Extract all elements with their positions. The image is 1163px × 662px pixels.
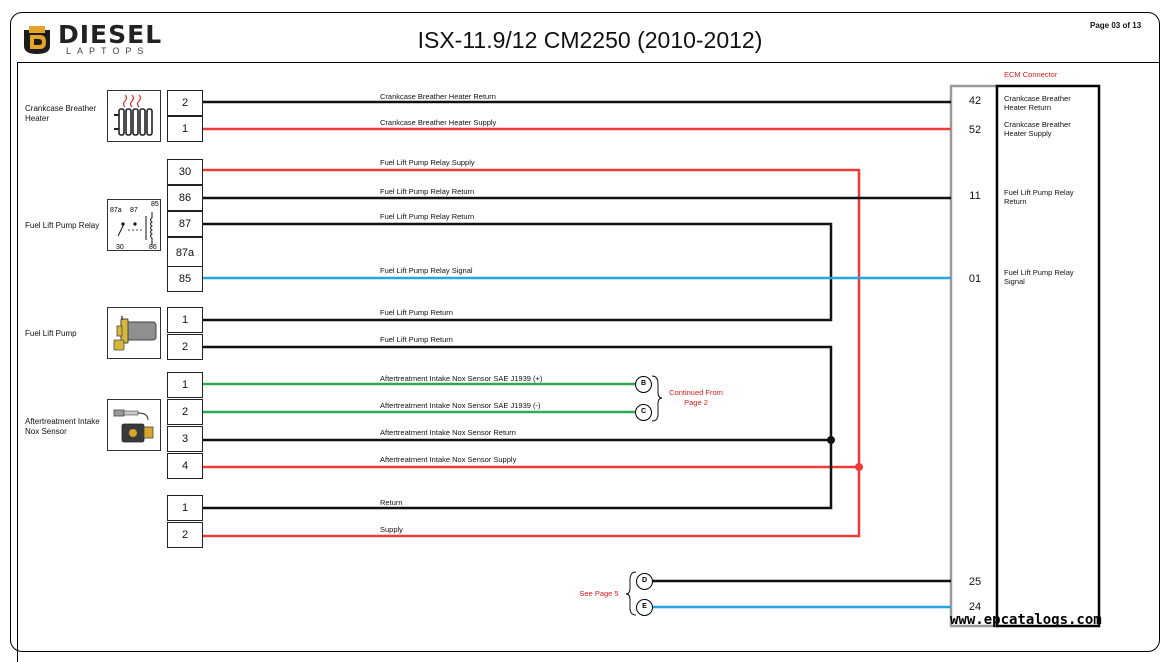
pin-crankcase-2: 2	[167, 90, 203, 116]
connector-e: E	[636, 599, 653, 616]
wire-label: Fuel Lift Pump Relay Return	[380, 212, 475, 221]
brace-see-page	[625, 571, 637, 616]
pin-relay-86: 86	[167, 185, 203, 211]
see-page-note: See Page 5	[579, 589, 619, 598]
ecm-connector-box	[995, 84, 1101, 628]
wire-label: Fuel Lift Pump Return	[380, 308, 453, 317]
ecm-connector-title: ECM Connector	[1004, 70, 1058, 79]
relay-terminal-30: 30	[116, 244, 124, 251]
ecm-signal-label: Crankcase Breather Heater Return	[1004, 94, 1071, 112]
wire-label: Aftertreatment Intake Nox Sensor SAE J19…	[380, 374, 543, 383]
pin-relay-87: 87	[167, 211, 203, 237]
connector-b: B	[635, 376, 652, 393]
relay-terminal-87a: 87a	[110, 207, 122, 214]
nox-sensor-icon	[107, 399, 161, 451]
ecm-pin-01: 01	[968, 273, 982, 285]
splice-black	[827, 436, 835, 444]
ecm-pin-25: 25	[968, 576, 982, 588]
pin-nox-3: 3	[167, 426, 203, 452]
relay-icon: 87a 87 85 30 86	[107, 199, 161, 251]
wire-label: Crankcase Breather Heater Return	[380, 92, 496, 101]
page-number: Page 03 of 13	[1090, 21, 1142, 30]
pin-relay-87a: 87a	[167, 237, 203, 267]
wire-relay-87-to-pump	[203, 222, 833, 322]
wire-relay-supply	[203, 168, 861, 538]
page-title: ISX-11.9/12 CM2250 (2010-2012)	[417, 27, 763, 53]
pin-relay-85: 85	[167, 266, 203, 292]
relay-terminal-87: 87	[130, 207, 138, 214]
logo-subtitle: LAPTOPS	[66, 46, 150, 56]
pin-relay-30: 30	[167, 159, 203, 185]
label-crankcase-heater: Crankcase Breather Heater	[25, 104, 97, 123]
watermark-url: www.epcatalogs.com	[950, 612, 1102, 628]
pin-nox-4: 4	[167, 453, 203, 479]
brace-continued	[651, 375, 663, 422]
wire-label: Aftertreatment Intake Nox Sensor Supply	[380, 455, 517, 464]
wire-label: Fuel Lift Pump Return	[380, 335, 453, 344]
pin-nox-1: 1	[167, 372, 203, 398]
splice-red	[855, 463, 863, 471]
pin-crankcase-1: 1	[167, 116, 203, 142]
pin-pump-2: 2	[167, 334, 203, 360]
connector-c: C	[635, 404, 652, 421]
label-fuel-lift-pump: Fuel Lift Pump	[25, 329, 77, 338]
wire-label: Fuel Lift Pump Relay Return	[380, 187, 475, 196]
ecm-pin-11: 11	[969, 190, 981, 202]
wire-pump-return	[203, 345, 833, 510]
wire-label: Aftertreatment Intake Nox Sensor SAE J19…	[380, 401, 541, 410]
logo-wordmark: DIESEL	[58, 20, 163, 49]
fuel-pump-icon	[107, 307, 161, 359]
label-nox-sensor: Aftertreatment Intake Nox Sensor	[25, 417, 100, 436]
wiring-diagram	[203, 84, 1101, 628]
ecm-pin-block	[949, 84, 999, 628]
label-fuel-lift-pump-relay: Fuel Lift Pump Relay	[25, 221, 100, 230]
radiator-heater-icon	[107, 90, 161, 142]
ecm-pin-24: 24	[968, 601, 982, 613]
ecm-signal-label: Fuel Lift Pump Relay Return	[1004, 188, 1074, 206]
pin-nox-2: 2	[167, 399, 203, 425]
pin-supply-group-1: 1	[167, 495, 203, 521]
wire-label: Return	[380, 498, 403, 507]
logo-badge-icon	[24, 26, 50, 54]
wire-label: Supply	[380, 525, 403, 534]
wire-label: Crankcase Breather Heater Supply	[380, 118, 497, 127]
wire-label: Aftertreatment Intake Nox Sensor Return	[380, 428, 516, 437]
ecm-signal-label: Crankcase Breather Heater Supply	[1004, 120, 1071, 138]
relay-terminal-86: 86	[149, 244, 157, 251]
relay-terminal-85: 85	[151, 201, 159, 208]
ecm-pin-42: 42	[968, 95, 982, 107]
pin-pump-1: 1	[167, 307, 203, 333]
pin-supply-group-2: 2	[167, 522, 203, 548]
continued-note: Continued From Page 2	[669, 388, 723, 407]
connector-d: D	[636, 573, 653, 590]
wire-label: Fuel Lift Pump Relay Signal	[380, 266, 473, 275]
wire-label: Fuel Lift Pump Relay Supply	[380, 158, 475, 167]
diagram-frame	[17, 62, 1160, 662]
diesel-laptops-logo: DIESEL LAPTOPS	[20, 20, 165, 58]
ecm-pin-52: 52	[968, 124, 982, 136]
ecm-signal-label: Fuel Lift Pump Relay Signal	[1004, 268, 1074, 286]
